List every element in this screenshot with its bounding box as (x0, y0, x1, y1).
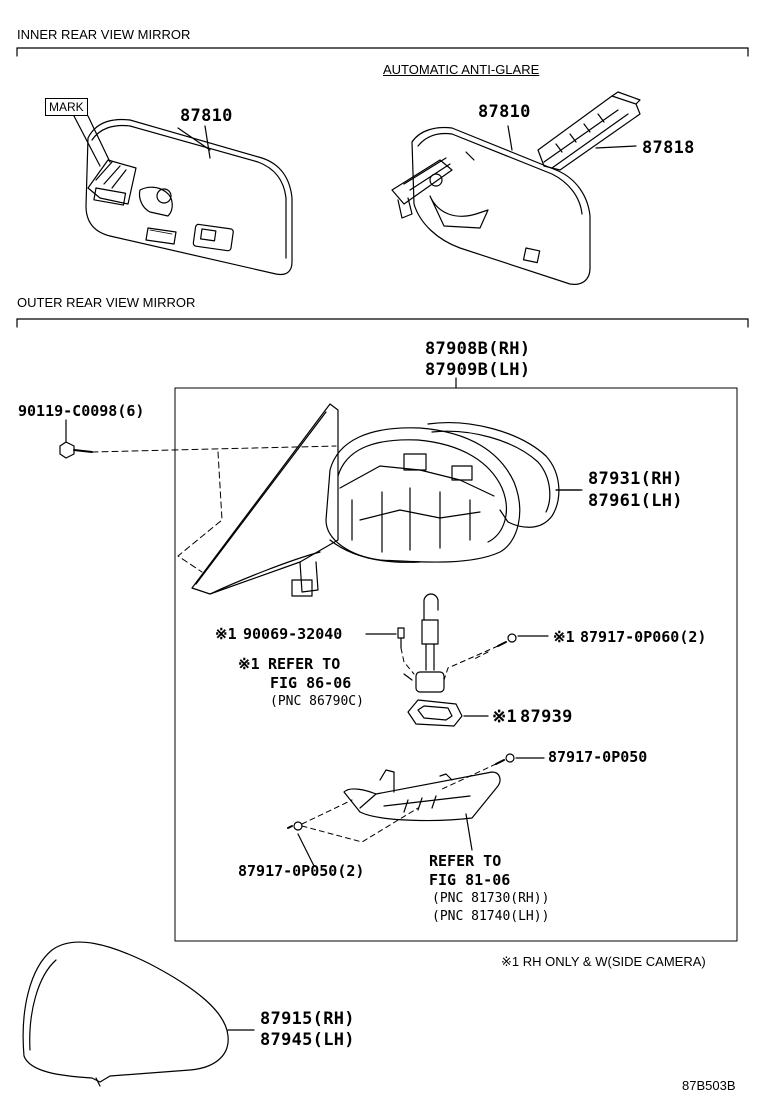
lamp-screw-lower-drawing (287, 799, 419, 843)
auto-antiglare-label: AUTOMATIC ANTI-GLARE (383, 62, 540, 77)
camera-bolt-drawing (443, 633, 517, 681)
screw-part-number[interactable]: 90119-C0098(6) (18, 402, 145, 420)
inner-mirror-drawing (85, 118, 293, 276)
inner-mirror-part-number[interactable]: 87810 (180, 106, 233, 126)
refer1-note-mark: ※1 (238, 655, 260, 673)
auto-mirror-leader-line (507, 125, 513, 151)
refer2-figure-link[interactable]: FIG 81-06 (429, 871, 511, 889)
refer1-line1: REFER TO (268, 655, 341, 673)
mirror-glass-lh-part-number[interactable]: 87961(LH) (588, 491, 683, 511)
refer1-pnc: (PNC 86790C) (270, 694, 364, 709)
camera-screw-drawing (397, 627, 405, 649)
refer2-pnc-lh: (PNC 81740(LH)) (432, 909, 550, 924)
inner-section-rule (16, 47, 749, 57)
camera-bracket-part-number[interactable]: 87939 (520, 707, 573, 727)
camera-bolt-part-number[interactable]: 87917-0P060(2) (580, 628, 707, 646)
auto-mirror-part-number[interactable]: 87810 (478, 102, 531, 122)
auto-mirror-drawing (391, 125, 591, 285)
inner-section-title: INNER REAR VIEW MIRROR (17, 27, 191, 42)
outer-section-rule (16, 318, 749, 328)
lamp-screw-upper-drawing (439, 753, 515, 791)
mirror-cover-drawing (22, 941, 229, 1087)
refer2-line1: REFER TO (429, 852, 502, 870)
camera-drawing (403, 593, 445, 693)
mirror-glass-drawing (427, 422, 581, 528)
refer1-figure-link[interactable]: FIG 86-06 (270, 674, 352, 692)
antiglare-cover-drawing (537, 91, 641, 171)
camera-bracket-drawing (407, 699, 463, 727)
footnote: ※1 RH ONLY & W(SIDE CAMERA) (501, 954, 706, 969)
lamp-screw-upper-part-number[interactable]: 87917-0P050 (548, 748, 648, 766)
bracket-note-mark: ※1 (492, 707, 518, 727)
figure-code: 87B503B (682, 1078, 736, 1093)
mark-leader-line (73, 115, 101, 167)
outer-section-title: OUTER REAR VIEW MIRROR (17, 295, 196, 310)
mirror-base-drawing (191, 403, 339, 597)
antiglare-cover-part-number[interactable]: 87818 (642, 138, 695, 158)
mirror-glass-rh-part-number[interactable]: 87931(RH) (588, 469, 683, 489)
outer-assembly-rh-part-number[interactable]: 87908B(RH) (425, 339, 531, 359)
mirror-cover-rh-part-number[interactable]: 87915(RH) (260, 1009, 355, 1029)
camera-screw-part-number[interactable]: 90069-32040 (243, 625, 343, 643)
screw-drawing (59, 419, 93, 459)
refer2-pnc-rh: (PNC 81730(RH)) (432, 891, 550, 906)
lamp-screw-lower-part-number[interactable]: 87917-0P050(2) (238, 862, 365, 880)
camera-bolt-note-mark: ※1 (553, 628, 575, 646)
camera-screw-note-mark: ※1 (215, 625, 237, 643)
mirror-cover-lh-part-number[interactable]: 87945(LH) (260, 1030, 355, 1050)
mirror-housing-drawing (325, 427, 521, 563)
turn-signal-drawing (343, 769, 501, 822)
mark-label: MARK (45, 98, 88, 116)
outer-assembly-lh-part-number[interactable]: 87909B(LH) (425, 360, 531, 380)
mirror-leader-line (204, 125, 211, 159)
